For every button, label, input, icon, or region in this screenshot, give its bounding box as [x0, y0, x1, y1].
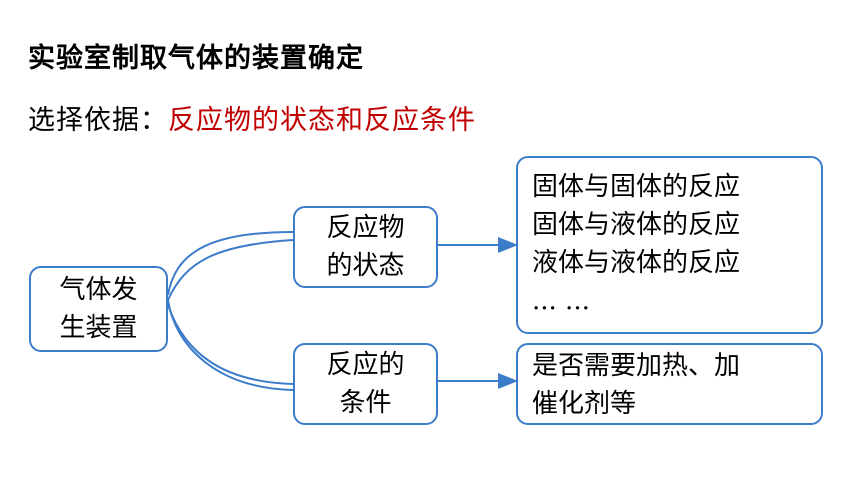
selection-basis-label: 选择依据：	[28, 105, 168, 136]
fork-curve-bottom-inner	[167, 304, 294, 385]
fork-curve-top-inner	[167, 239, 294, 301]
page-title: 实验室制取气体的装置确定	[28, 43, 364, 74]
detail-box-reactant-state: 固体与固体的反应 固体与液体的反应 液体与液体的反应 ... ...	[516, 156, 823, 334]
root-node-line: 气体发	[59, 275, 138, 305]
branch-node-line: 反应的	[326, 350, 405, 380]
detail-line: 是否需要加热、加	[532, 351, 741, 381]
selection-basis-value: 反应物的状态和反应条件	[168, 105, 476, 136]
branch-node-reaction-condition: 反应的 条件	[293, 343, 438, 425]
detail-line: 固体与液体的反应	[532, 210, 741, 240]
root-node-line: 生装置	[59, 313, 138, 343]
detail-box-reaction-condition: 是否需要加热、加 催化剂等	[516, 343, 823, 425]
detail-line: 催化剂等	[532, 389, 637, 419]
branch-node-line: 条件	[339, 388, 392, 418]
branch-node-reactant-state: 反应物 的状态	[293, 206, 438, 288]
detail-line: 液体与液体的反应	[532, 248, 741, 278]
selection-basis: 选择依据：反应物的状态和反应条件	[28, 98, 476, 137]
branch-node-line: 反应物	[326, 213, 405, 243]
fork-curve-bottom-outer	[167, 299, 294, 391]
detail-line: ... ...	[532, 286, 590, 316]
detail-line: 固体与固体的反应	[532, 172, 741, 202]
branch-node-line: 的状态	[326, 251, 405, 281]
root-node-gas-apparatus: 气体发 生装置	[29, 266, 168, 352]
fork-curve-top-outer	[167, 231, 294, 296]
